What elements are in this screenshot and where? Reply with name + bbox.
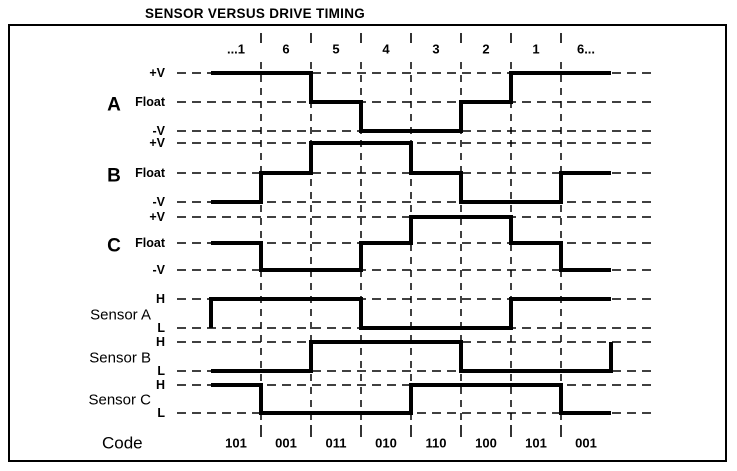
waveform-c [211,215,611,272]
figure-title: SENSOR VERSUS DRIVE TIMING [145,6,366,21]
level-label-float: Float [135,165,165,180]
level-label-minusv: -V [152,262,166,277]
level-label-h: H [155,291,165,306]
level-label-float: Float [135,235,165,250]
code-value-5: 100 [475,435,497,451]
code-value-0: 101 [225,435,247,451]
column-label-2: 5 [332,41,340,57]
code-value-2: 011 [325,435,347,451]
level-label-float: Float [135,94,165,109]
code-value-7: 001 [575,435,597,451]
column-label-1: 6 [282,41,290,57]
column-label-3: 4 [382,41,390,57]
code-value-1: 001 [275,435,297,451]
level-label-l: L [157,405,165,420]
signal-label-c: C [107,235,121,257]
code-value-6: 101 [525,435,547,451]
level-label-minusv: -V [152,194,166,209]
level-label-plusv: +V [149,135,165,150]
signal-label-b: B [107,165,121,187]
waveform-sensor-a [209,297,611,330]
waveform-b [211,141,611,204]
signal-label-a: A [107,94,121,116]
code-value-4: 110 [425,435,447,451]
signal-label-sensor-b: Sensor B [89,349,151,366]
column-label-4: 3 [432,41,440,57]
level-label-l: L [157,320,165,335]
level-label-l: L [157,363,165,378]
level-label-minusv: -V [152,123,166,138]
signal-label-sensor-a: Sensor A [90,306,151,323]
level-label-plusv: +V [149,65,165,80]
waveform-sensor-b [211,340,613,373]
signal-label-sensor-c: Sensor C [88,391,151,409]
column-label-6: 1 [532,41,540,57]
level-label-h: H [155,377,165,392]
level-label-h: H [155,334,165,349]
waveform-sensor-c [211,383,611,415]
code-value-3: 010 [375,435,397,451]
column-label-7: 6... [576,41,596,57]
waveform-a [211,71,611,133]
column-label-0: ...1 [226,41,246,57]
column-label-5: 2 [482,41,490,57]
level-label-plusv: +V [149,209,165,224]
code-row-label: Code [102,433,143,453]
